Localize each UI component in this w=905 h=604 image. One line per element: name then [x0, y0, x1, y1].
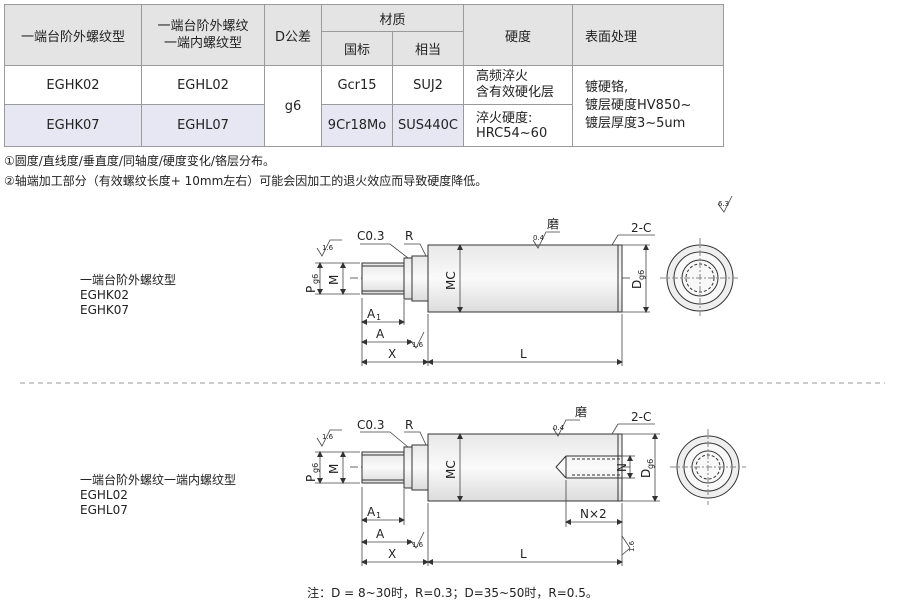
tolerance-cell: g6	[264, 65, 322, 147]
row2-c2: EGHL07	[141, 104, 265, 147]
d1-r63: 6.3	[718, 200, 729, 208]
d2-r16c: 1.6	[628, 540, 636, 552]
d1-d-sub: g6	[637, 270, 646, 280]
hardness-line2: 含有效硬化层	[476, 85, 555, 100]
note-1: ①圆度/直线度/垂直度/同轴度/硬度变化/铬层分布。	[4, 154, 275, 168]
drawing2-code1: EGHL02	[80, 488, 128, 502]
d2-x: X	[388, 547, 396, 561]
d1-a1-sub: 1	[376, 313, 381, 322]
d2-mc: MC	[444, 460, 458, 479]
d1-p-sub: g6	[311, 274, 320, 284]
d2-a1-sub: 1	[376, 511, 381, 520]
d1-a1: A	[367, 307, 376, 321]
d2-p-sub: g6	[311, 463, 320, 473]
header-col2-line1: 一端台阶外螺纹	[157, 19, 249, 34]
drawing2-code2: EGHL07	[80, 503, 128, 517]
drawing1-code1: EGHK02	[80, 288, 130, 302]
drawing1-code2: EGHK07	[80, 303, 130, 317]
drawing1-labels: 一端台阶外螺纹型 EGHK02 EGHK07	[80, 273, 176, 318]
header-col2-line2: 一端内螺纹型	[163, 36, 242, 51]
d2-c03: C0.3	[357, 418, 384, 432]
d1-x: X	[388, 347, 396, 361]
drawing1-end-view	[660, 238, 740, 318]
d1-r: R	[405, 229, 413, 243]
d2-2c: 2-C	[631, 410, 651, 424]
d1-l: L	[520, 347, 527, 361]
d1-r16b: 1.6	[412, 341, 424, 349]
d1-m: M	[327, 275, 341, 285]
header-hardness: 硬度	[463, 4, 573, 66]
d2-r16b: 1.6	[412, 541, 424, 549]
hardness-line4: HRC54~60	[476, 125, 548, 141]
d2-d-sub: g6	[646, 459, 655, 469]
d1-r04: 0.4	[533, 234, 545, 242]
row2-c1: EGHK07	[4, 104, 142, 147]
d2-m: M	[327, 464, 341, 474]
header-mat-eq: 相当	[392, 31, 464, 66]
footer-note: 注：D = 8~30时，R=0.3；D=35~50时，R=0.5。	[307, 586, 598, 600]
d1-mc: MC	[444, 271, 458, 290]
d1-mo: 磨	[547, 217, 559, 231]
drawing1-part	[350, 244, 630, 313]
drawing2-title: 一端台阶外螺纹一端内螺纹型	[80, 473, 237, 487]
spec-table: 一端台阶外螺纹型 一端台阶外螺纹 一端内螺纹型 D公差 材质 硬度 表面处理 国…	[4, 4, 724, 147]
header-col1: 一端台阶外螺纹型	[4, 4, 142, 66]
header-material: 材质	[321, 4, 464, 32]
d1-p: P	[304, 286, 318, 293]
d2-p: P	[304, 475, 318, 482]
header-tolerance: D公差	[264, 4, 322, 66]
drawing2-end-view	[670, 429, 746, 505]
drawing1-text: C0.3 R 磨 2-C 0.4 1.6 1.6 6.3 P g6 M MC D…	[304, 200, 729, 361]
d1-d: D	[630, 280, 644, 289]
drawing1-title: 一端台阶外螺纹型	[80, 273, 177, 287]
header-mat-std: 国标	[321, 31, 393, 66]
drawing1-dimensions	[315, 195, 733, 366]
drawing2-part	[350, 433, 630, 502]
surface-line3: 镀层厚度3~5um	[585, 116, 686, 131]
d1-2c: 2-C	[631, 221, 651, 235]
row2-eq: SUS440C	[392, 104, 464, 147]
row1-c2: EGHL02	[141, 65, 265, 105]
drawing2-labels: 一端台阶外螺纹一端内螺纹型 EGHL02 EGHL07	[80, 473, 236, 518]
d2-l: L	[520, 547, 527, 561]
hardness-line1: 高频淬火	[476, 69, 529, 84]
d1-a: A	[376, 327, 385, 341]
hardness-cell-2: 淬火硬度: HRC54~60	[463, 104, 573, 147]
d2-r16a: 1.6	[322, 433, 334, 441]
surface-line1: 镀硬铬,	[585, 80, 629, 95]
d1-c03: C0.3	[357, 229, 384, 243]
surface-cell: 镀硬铬, 镀层硬度HV850~ 镀层厚度3~5um	[572, 65, 724, 147]
d2-a1: A	[367, 505, 376, 519]
hardness-line3: 淬火硬度:	[476, 110, 533, 126]
d2-nx2: N×2	[580, 507, 607, 521]
d2-r04: 0.4	[553, 424, 565, 432]
note-2: ②轴端加工部分（有效螺纹长度+ 10mm左右）可能会因加工的退火效应而导致硬度降…	[4, 174, 488, 188]
d1-r16a: 1.6	[322, 244, 334, 252]
d2-mo: 磨	[575, 405, 587, 419]
drawing2-dimensions	[315, 419, 660, 566]
d2-r: R	[405, 418, 413, 432]
row1-std: Gcr15	[321, 65, 393, 105]
surface-line2: 镀层硬度HV850~	[585, 98, 692, 113]
drawing2-text: C0.3 R 磨 2-C 0.4 1.6 1.6 1.6 P g6 M MC N…	[304, 405, 655, 561]
d2-n: N	[615, 463, 629, 472]
d2-d: D	[639, 469, 653, 478]
d2-a: A	[376, 527, 385, 541]
